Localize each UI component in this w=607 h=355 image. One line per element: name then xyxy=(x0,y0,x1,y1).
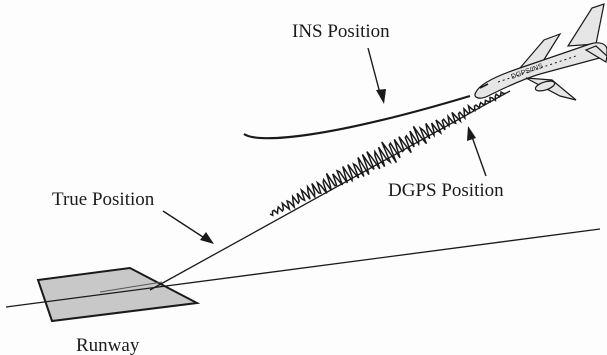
ins-position-label: INS Position xyxy=(292,21,390,42)
dgps-position-label: DGPS Position xyxy=(388,180,504,201)
runway-label: Runway xyxy=(76,335,140,355)
runway-centerline xyxy=(99,281,163,293)
runway xyxy=(36,266,201,323)
dgps-label-arrow xyxy=(467,126,487,177)
aircraft-windows xyxy=(497,55,577,83)
ground-reference-line xyxy=(5,228,601,308)
aircraft-icon: DGPS/INS xyxy=(474,3,607,101)
true-position-label: True Position xyxy=(52,189,155,210)
true-position-path xyxy=(149,90,511,291)
aircraft-tail-fin xyxy=(566,3,605,47)
aircraft-cockpit xyxy=(479,83,489,89)
aircraft-engine xyxy=(534,80,556,92)
ins-position-path xyxy=(243,94,471,140)
aircraft-near-wing xyxy=(525,77,577,101)
true-position-label-arrow xyxy=(162,210,214,244)
aircraft-h-stabilizer xyxy=(584,45,607,63)
runway-surface xyxy=(36,266,201,323)
dgps-position-path xyxy=(269,90,506,217)
ins-label-arrow xyxy=(367,47,386,104)
